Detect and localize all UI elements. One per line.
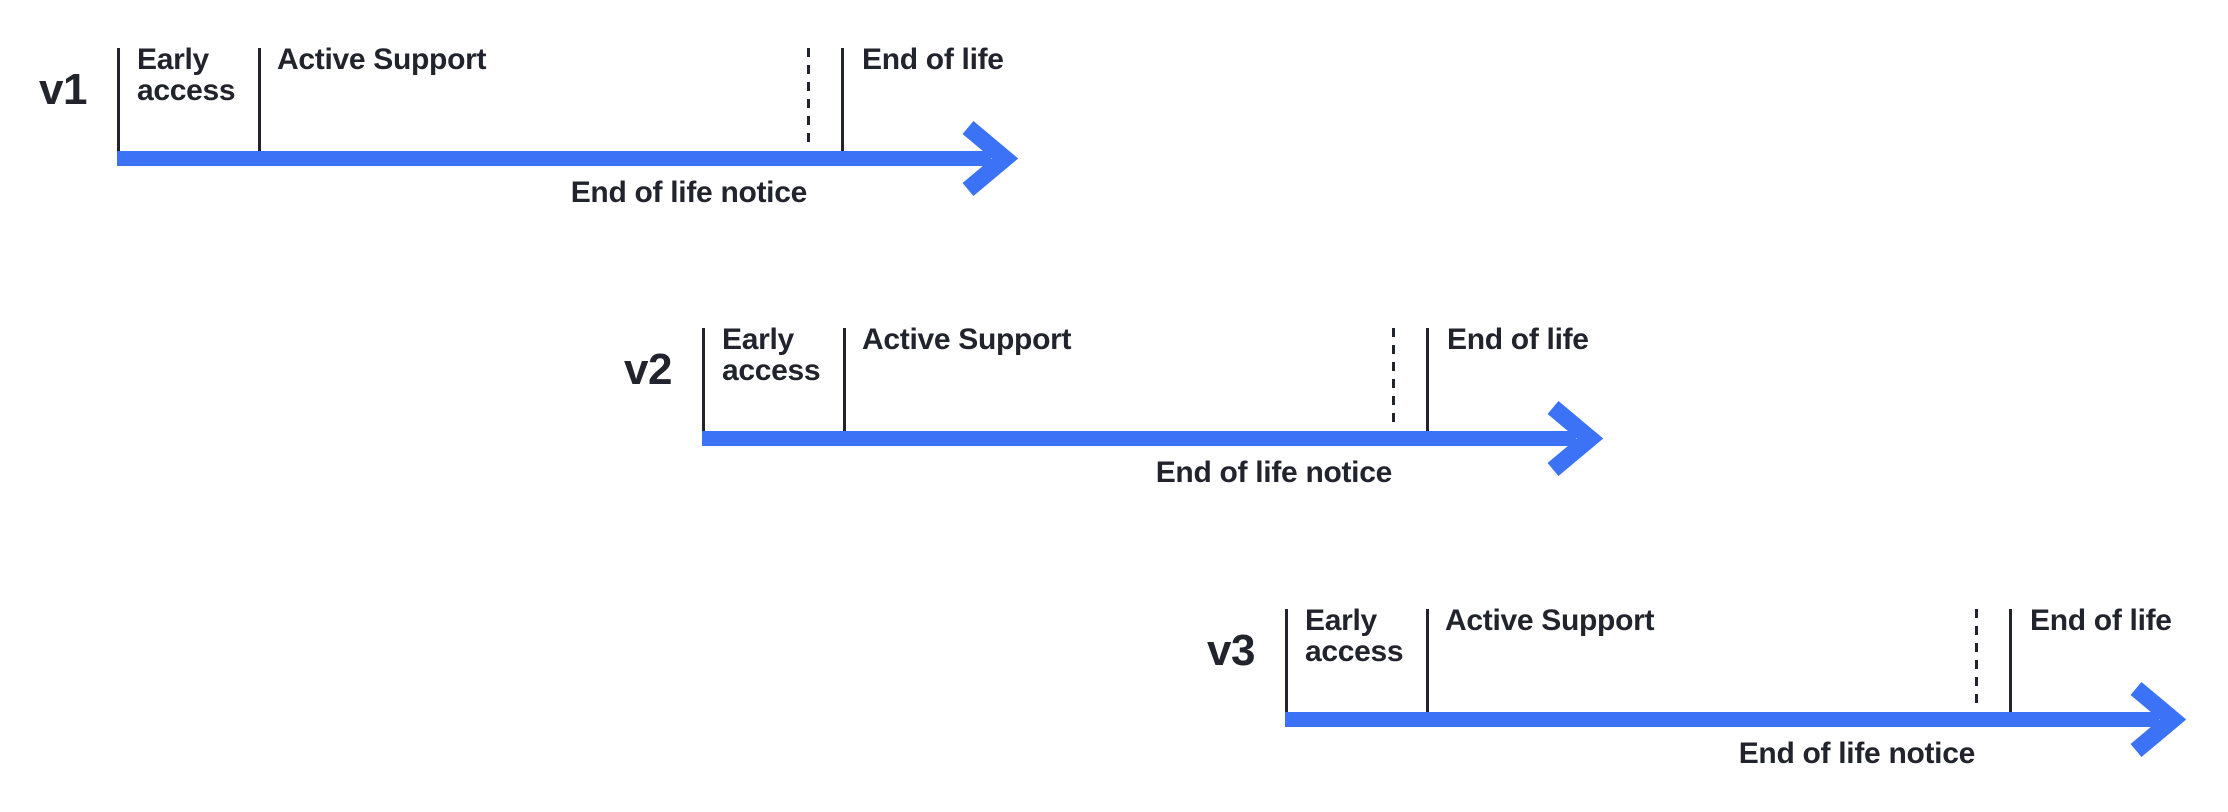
eol-notice-dashed-tick	[807, 48, 810, 149]
end-of-life-notice-label: End of life notice	[1155, 456, 1393, 489]
active-support-start-tick	[843, 328, 846, 431]
early-access-label: Early access	[137, 43, 236, 107]
timeline-arrow-bar	[702, 431, 1576, 446]
early-access-label: Early access	[722, 323, 821, 387]
timeline-arrow-bar	[1285, 712, 2159, 727]
end-of-life-tick	[1426, 328, 1429, 431]
end-of-life-label: End of life	[2030, 604, 2172, 637]
end-of-life-notice-label: End of life notice	[1738, 737, 1976, 770]
early-access-start-tick	[117, 48, 120, 151]
end-of-life-label: End of life	[1447, 323, 1589, 356]
active-support-start-tick	[1426, 609, 1429, 712]
arrowhead-icon	[1547, 400, 1604, 477]
end-of-life-tick	[841, 48, 844, 151]
version-label: v3	[1207, 626, 1255, 675]
end-of-life-tick	[2009, 609, 2012, 712]
arrowhead-icon	[962, 120, 1019, 197]
end-of-life-notice-label: End of life notice	[570, 176, 808, 209]
early-access-label: Early access	[1305, 604, 1404, 668]
early-access-start-tick	[702, 328, 705, 431]
version-label: v1	[39, 65, 87, 114]
timeline-arrow-bar	[117, 151, 991, 166]
active-support-label: Active Support	[277, 43, 487, 76]
active-support-label: Active Support	[1445, 604, 1655, 637]
active-support-label: Active Support	[862, 323, 1072, 356]
early-access-start-tick	[1285, 609, 1288, 712]
end-of-life-label: End of life	[862, 43, 1004, 76]
eol-notice-dashed-tick	[1392, 328, 1395, 429]
eol-notice-dashed-tick	[1975, 609, 1978, 710]
active-support-start-tick	[258, 48, 261, 151]
version-label: v2	[624, 345, 672, 394]
arrowhead-icon	[2130, 681, 2187, 758]
